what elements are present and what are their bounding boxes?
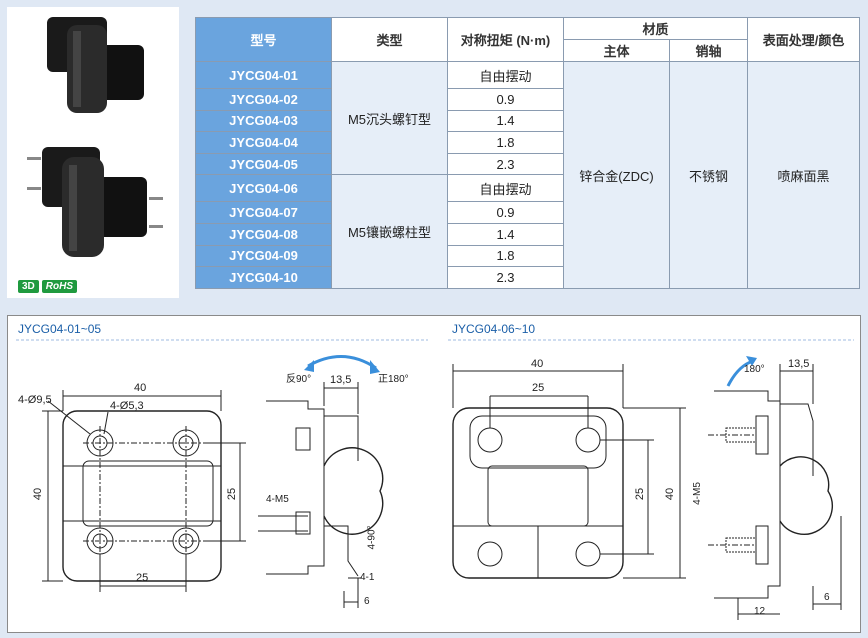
dim-angle-rev: 反90° [286,374,312,385]
dim-angle-side: 4-90° [366,525,378,550]
3d-badge[interactable]: 3D [18,280,39,293]
header-type: 类型 [331,17,448,62]
row-model: JYCG04-08 [195,223,332,246]
dim-leaf: 6 [824,592,830,603]
row-model: JYCG04-09 [195,244,332,268]
technical-drawing: JYCG04-01~05 JYCG04-06~10 40 4-Ø9,5 4-Ø5… [7,315,861,633]
rohs-badge: RoHS [41,280,78,293]
dim-hole-big: 4-Ø9,5 [18,394,52,406]
dim-pitch-v: 25 [226,487,239,501]
right-drawing-title: JYCG04-06~10 [452,322,536,336]
left-drawing-title: JYCG04-01~05 [18,322,102,336]
dim-leaf: 6 [364,596,370,607]
finish-cell: 喷麻面黑 [747,61,861,289]
torque-cell: 自由摆动 [447,174,564,203]
dim-chamfer: 4-1 [360,572,375,583]
torque-cell: 0.9 [447,201,564,225]
dim-stud: 12 [754,606,766,617]
dim-thick: 13,5 [330,374,352,386]
dim-angle: 180° [744,364,765,375]
row-model: JYCG04-01 [195,60,332,90]
row-model: JYCG04-10 [195,266,332,289]
dim-width: 40 [134,382,147,394]
hinge-photo [27,17,163,257]
torque-cell: 2.3 [447,152,564,176]
torque-cell: 2.3 [447,266,564,289]
dim-pitch-h: 25 [532,382,545,394]
dim-thick: 13,5 [788,358,810,370]
dim-angle-fwd: 正180° [378,374,409,385]
row-model: JYCG04-07 [195,201,332,225]
dim-height: 40 [32,487,45,501]
header-model: 型号 [195,17,332,62]
spec-table: 型号 类型 对称扭矩 (N·m) 材质 表面处理/颜色 主体 销轴 JYCG04… [195,17,861,289]
dim-pitch-h: 25 [136,572,149,584]
type-cell: M5镶嵌螺柱型 [331,174,448,289]
row-model: JYCG04-05 [195,152,332,176]
product-photo-panel: 3D RoHS [7,7,179,298]
torque-cell: 1.8 [447,244,564,268]
dim-thread: 4-M5 [691,482,703,505]
dim-width: 40 [531,358,544,370]
row-model: JYCG04-03 [195,109,332,133]
torque-cell: 1.4 [447,109,564,133]
row-model: JYCG04-02 [195,88,332,111]
cert-badges: 3D RoHS [18,280,78,293]
drawing-lines [16,339,854,620]
dim-height: 40 [664,487,677,501]
material-pin-cell: 不锈钢 [668,61,749,289]
torque-cell: 1.4 [447,223,564,246]
torque-cell: 1.8 [447,131,564,154]
dim-pitch-v: 25 [634,487,647,501]
header-body: 主体 [563,39,670,62]
header-material: 材质 [562,17,749,40]
header-pin: 销轴 [668,39,749,62]
type-cell: M5沉头螺钉型 [331,60,448,176]
header-torque: 对称扭矩 (N·m) [447,17,564,62]
material-body-cell: 锌合金(ZDC) [563,61,670,289]
torque-cell: 0.9 [447,88,564,111]
row-model: JYCG04-06 [195,174,332,203]
dim-thread: 4-M5 [266,494,289,505]
torque-cell: 自由摆动 [447,60,564,90]
row-model: JYCG04-04 [195,131,332,154]
header-finish: 表面处理/颜色 [747,17,861,62]
dim-hole-small: 4-Ø5,3 [110,400,144,412]
